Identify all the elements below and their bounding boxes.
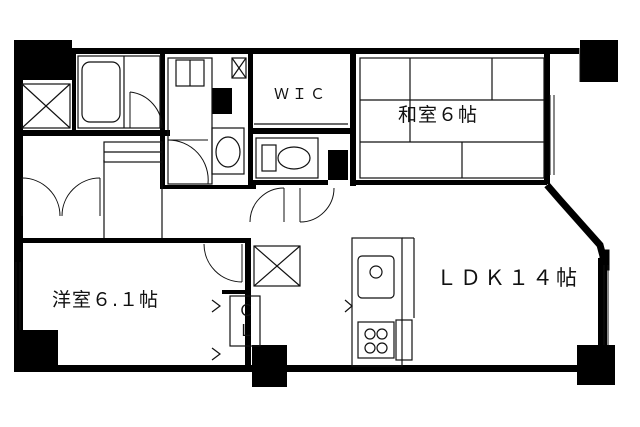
- room-label-closet-c: Ｃ: [238, 301, 254, 320]
- room-label-wic: ＷＩＣ: [274, 85, 328, 103]
- windows: [15, 48, 609, 345]
- bay-window: [544, 182, 610, 271]
- room-label-youshitsu: 洋室６.１帖: [52, 289, 159, 311]
- fixtures: [21, 55, 545, 367]
- room-label-ldk: ＬＤＫ１４帖: [436, 266, 580, 290]
- walls: [14, 48, 607, 372]
- door-swings: [21, 91, 335, 283]
- room-label-washitsu: 和室６帖: [398, 104, 478, 126]
- room-label-closet-l: Ｌ: [238, 321, 254, 340]
- pillars: [14, 40, 618, 387]
